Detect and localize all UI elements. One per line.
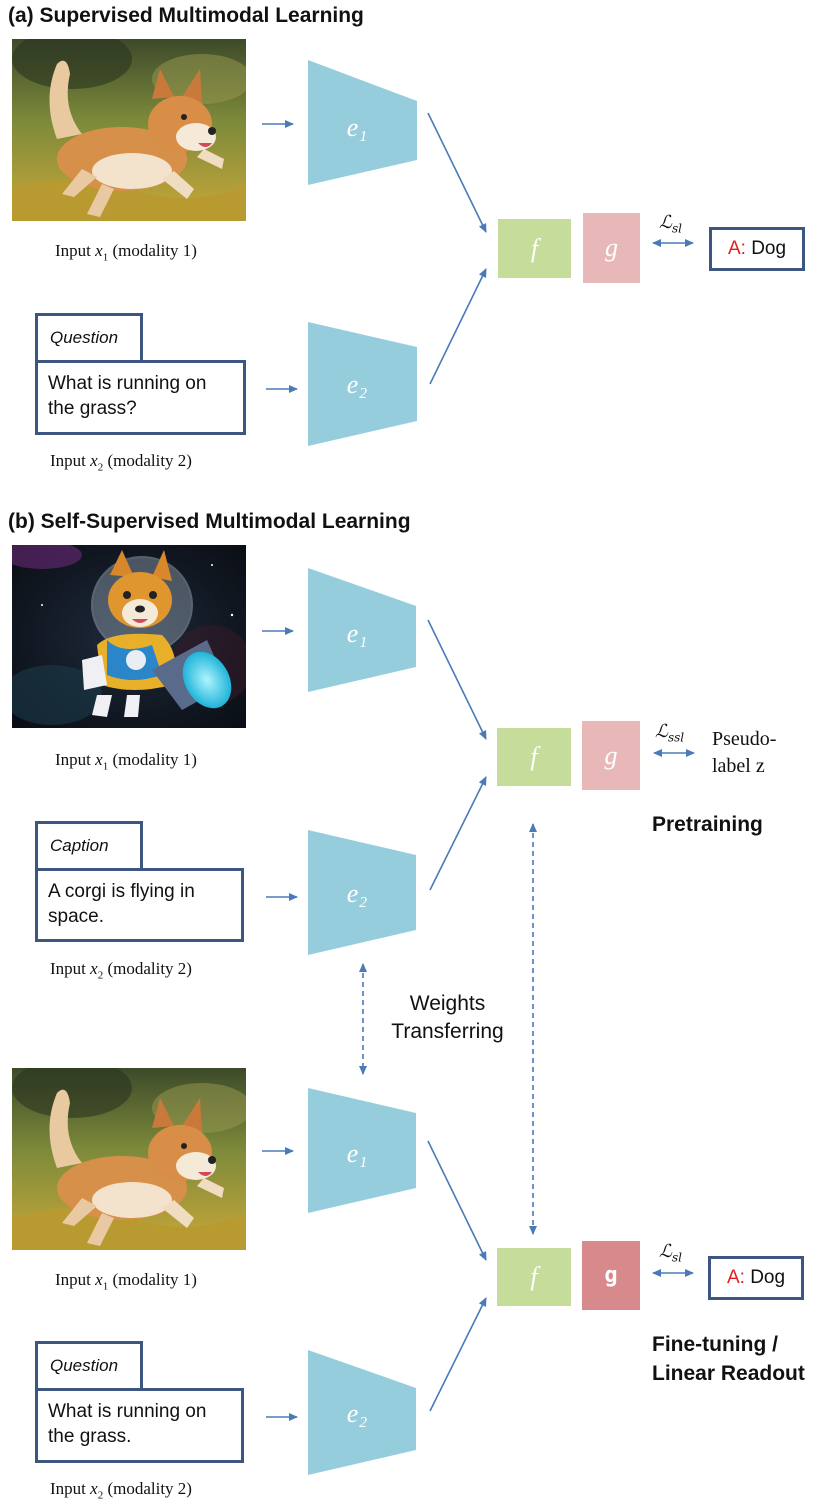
finetune-head-box: g [582,1241,640,1310]
weights-transferring-label: Weights Transferring [391,992,504,1043]
panel-a-encoder2-shape [308,322,417,446]
pretrain-input1-label: Input x1 (modality 1) [55,750,197,773]
pretrain-encoder2-shape [308,830,416,955]
panel-a-title: (a) Supervised Multimodal Learning [8,4,364,27]
panel-a-input2-label: Input x2 (modality 2) [50,451,192,474]
pretrain-caption-tab: Caption [35,821,143,869]
panel-a-head-box: g [583,213,640,283]
pretrain-input2-label: Input x2 (modality 2) [50,959,192,982]
arrow-ft-e2-to-f [429,1297,487,1412]
corgi-running-photo [12,39,246,221]
panel-a-answer-text: Dog [751,238,787,259]
arrow-a-e2-to-f [429,268,487,385]
panel-a-question-tab: Question [35,313,143,361]
panel-a-encoder1-shape [308,60,417,185]
panel-a-loss-label: ℒsl [659,212,682,236]
arrow-a-e1-to-f [427,112,487,233]
finetune-question-text: What is running on the grass. [35,1388,244,1463]
finetune-encoder2-shape [308,1350,416,1475]
pretrain-encoder2-label: e₂ [347,879,368,908]
finetune-encoder1-label: e₁ [347,1139,368,1168]
pretrain-loss-label: ℒssl [655,721,685,745]
pretrain-encoder1-label: e₁ [347,619,368,648]
finetune-encoder2-label: e₂ [347,1399,368,1428]
finetune-loss-label: ℒsl [659,1241,682,1265]
pretrain-fusion-box: f [497,728,571,786]
panel-a-answer-prefix: A: [727,238,746,259]
finetune-answer-text: Dog [750,1267,786,1288]
corgi-space-photo [12,545,246,728]
panel-a-encoder2-label: e₂ [347,370,368,399]
arrow-pre-e1-to-f [427,619,487,740]
panel-b-title: (b) Self-Supervised Multimodal Learning [8,510,411,533]
pretrain-head-box: g [582,721,640,790]
finetune-answer-prefix: A: [726,1267,745,1288]
panel-a-answer-box: A: Dog [709,227,805,271]
finetune-input1-label: Input x1 (modality 1) [55,1270,197,1293]
panel-a-question-text: What is running on the grass? [35,360,246,435]
panel-a-encoder1-label: e₁ [347,113,368,142]
arrow-ft-e1-to-f [427,1140,487,1261]
corgi-running-photo-finetune [12,1068,246,1250]
finetune-phase-label: Fine-tuning / Linear Readout [652,1333,805,1385]
pretrain-encoder1-shape [308,568,416,692]
finetune-question-tab: Question [35,1341,143,1389]
pretrain-pseudo-label: Pseudo- label z [712,728,777,777]
pretraining-phase-label: Pretraining [652,813,763,836]
panel-a-fusion-box: f [498,219,571,278]
finetune-input2-label: Input x2 (modality 2) [50,1479,192,1502]
finetune-answer-box: A: Dog [708,1256,804,1300]
finetune-encoder1-shape [308,1088,416,1213]
arrow-pre-e2-to-f [429,776,487,891]
panel-a-input1-label: Input x1 (modality 1) [55,241,197,264]
pretrain-caption-text: A corgi is flying in space. [35,868,244,942]
finetune-fusion-box: f [497,1248,571,1306]
